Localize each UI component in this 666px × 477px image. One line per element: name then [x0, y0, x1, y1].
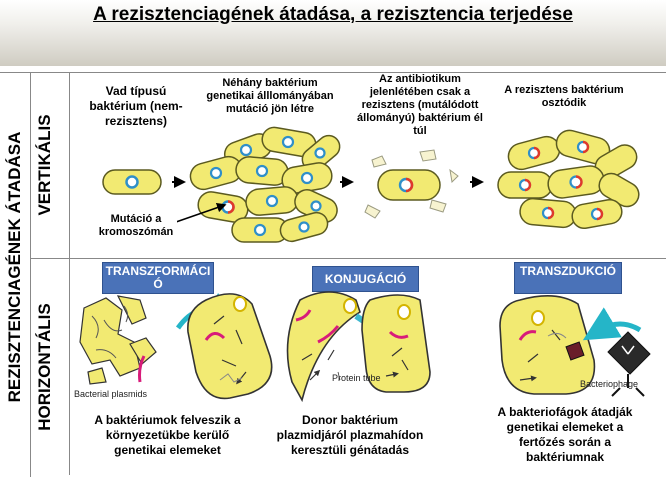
transduction-tag: TRANSZDUKCIÓ: [514, 262, 622, 294]
mutation-pointer-arrow: [175, 203, 227, 223]
bacteriophage-label: Bacteriophage: [580, 379, 639, 389]
row-divider-middle: [31, 258, 666, 259]
bacterial-plasmids-label: Bacterial plasmids: [74, 389, 148, 399]
resistant-plasmid-markers: [518, 140, 604, 221]
vertical-step-2-caption: Néhány baktérium genetikai álllományában…: [206, 77, 334, 115]
transformation-caption: A baktériumok felveszik a környezetükbe …: [94, 413, 241, 457]
mutation-note: Mutáció a kromoszómán: [95, 213, 177, 239]
page-title: A rezisztenciagének átadása, a reziszten…: [93, 4, 573, 25]
horizontal-label-cell: [31, 259, 70, 475]
protein-tube-label: Protein tube: [332, 373, 381, 383]
vertical-label-cell: [31, 73, 70, 259]
antibiotic-survivor: [364, 149, 459, 219]
conjugation-figure: [286, 291, 431, 403]
wild-type-bacterium: [102, 169, 162, 195]
vertical-step-4-caption: A rezisztens baktérium osztódik: [504, 84, 624, 109]
vertical-step-1-caption: Vad típusú baktérium (nem-rezisztens): [89, 84, 183, 128]
transduction-caption: A bakteriofágok átadják genetikai elemek…: [497, 405, 633, 464]
vertical-step-3-caption: Az antibiotikum jelenlétében csak a rezi…: [357, 73, 483, 137]
transduction-figure: [499, 295, 651, 397]
conjugation-tag: KONJUGÁCIÓ: [312, 266, 419, 292]
side-label-column: [0, 72, 31, 477]
conjugation-caption: Donor baktérium plazmidjáról plazmahídon…: [276, 413, 424, 457]
transformation-tag: TRANSZFORMÁCIÓ: [102, 262, 214, 294]
title-bar: [0, 0, 666, 66]
row-divider-top: [31, 72, 666, 73]
transformation-figure: [79, 293, 273, 400]
